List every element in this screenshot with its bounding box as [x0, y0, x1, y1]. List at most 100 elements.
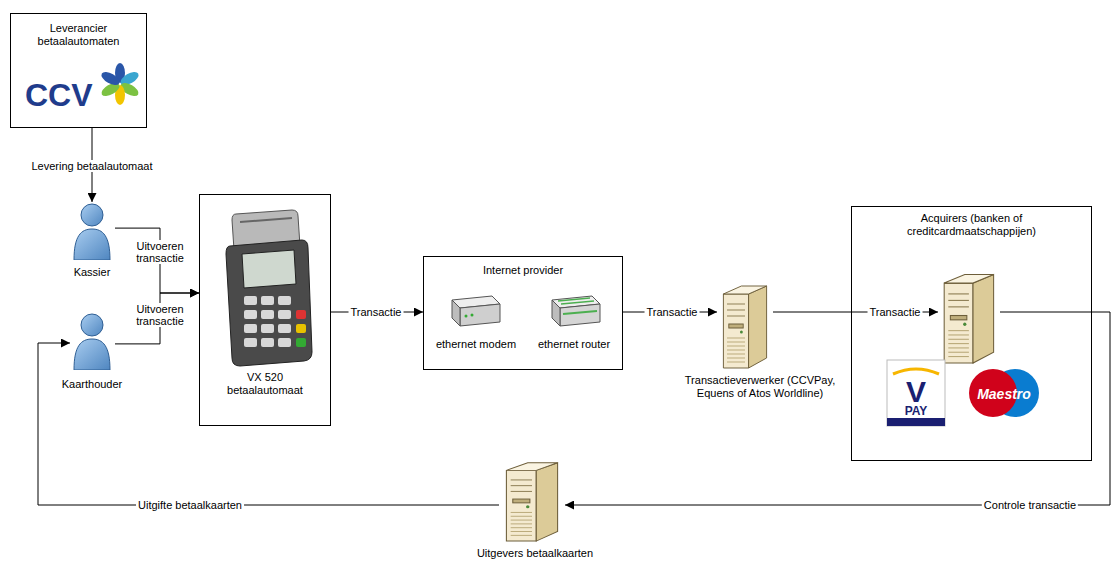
logo-text: V [906, 377, 926, 407]
illustration-part [511, 516, 532, 517]
node-label: ethernet router [538, 338, 610, 351]
illustration-part [242, 250, 296, 288]
illustration-part [727, 350, 745, 351]
edge-label: Transactie [868, 306, 923, 318]
illustration-part [727, 304, 745, 305]
illustration-part [278, 296, 291, 305]
illustration-part [513, 499, 530, 503]
illustration-part [948, 356, 969, 357]
illustration-part [511, 491, 532, 492]
person-node: Kassier [62, 202, 122, 286]
person-node: Kaarthouder [50, 312, 134, 396]
node-label: Uitgevers betaalkaarten [477, 547, 593, 560]
flow-arrow [115, 228, 199, 293]
illustration-part [536, 463, 557, 541]
server-wire [1000, 312, 1092, 313]
illustration-part [296, 338, 306, 347]
illustration-part [729, 324, 743, 328]
node-label: Leverancier betaalautomaten [24, 22, 134, 48]
illustration-part [511, 527, 532, 528]
edge-label: Controle transactie [982, 499, 1078, 511]
node-label: Kassier [74, 266, 111, 279]
node-label: VX 520 betaalautomaat [220, 371, 310, 397]
illustration-part [506, 470, 536, 541]
illustration-part [887, 418, 945, 426]
illustration-part [727, 316, 745, 317]
group-box: Leverancier betaalautomatenCCV [10, 13, 147, 128]
device-node: ethernet router [529, 291, 619, 361]
illustration-part [727, 338, 745, 339]
device-node: ethernet modem [431, 291, 521, 361]
ethernet-router [552, 296, 600, 326]
node-label: Internet provider [483, 264, 563, 277]
illustration-part [471, 314, 474, 317]
illustration-part [948, 300, 969, 301]
illustration-part [511, 512, 532, 513]
group-box: VX 520 betaalautomaat [199, 194, 331, 426]
illustration-part [99, 69, 121, 88]
illustration-part [727, 354, 745, 355]
illustration-part [261, 338, 274, 347]
illustration-part [244, 338, 257, 347]
illustration-part [948, 339, 969, 340]
server-node: Transactieverwerker (CCVPay, Equens of A… [666, 280, 854, 401]
illustration-part [81, 314, 103, 336]
illustration-part [727, 362, 745, 363]
illustration-part [511, 535, 532, 536]
illustration-part [81, 204, 103, 226]
illustration-part [511, 531, 532, 532]
illustration-part [948, 306, 969, 307]
illustration-part [944, 274, 993, 283]
edge-label: Uitvoeren transactie [127, 303, 193, 327]
edge-label: Transactie [349, 306, 404, 318]
illustration-part [244, 324, 257, 333]
node-label: Kaarthouder [62, 378, 123, 391]
flow-arrow [565, 312, 1110, 505]
illustration-part [723, 294, 748, 368]
person-icon [71, 312, 113, 370]
illustration-part [74, 229, 110, 260]
illustration-part [563, 311, 597, 314]
illustration-part [948, 334, 969, 335]
logo-text: CCV [25, 76, 93, 114]
illustration-part [727, 346, 745, 347]
illustration-part [511, 523, 532, 524]
illustration-part [511, 485, 532, 486]
server-icon [500, 457, 564, 543]
illustration-part [296, 324, 306, 333]
maestro-logo [969, 369, 1039, 417]
group-box: ethernet modem ethernet router Internet pr… [423, 256, 623, 370]
illustration-part [893, 369, 939, 374]
flow-arrow [115, 293, 199, 344]
vpay-logo [887, 360, 945, 426]
illustration-part [973, 274, 994, 363]
node-label: Acquirers (banken of creditcardmaatschap… [872, 212, 1072, 238]
illustration-part [244, 310, 257, 319]
illustration-part [948, 293, 969, 294]
group-box: Acquirers (banken of creditcardmaatschap… [851, 206, 1092, 461]
illustration-part [511, 479, 532, 480]
illustration-part [240, 218, 292, 222]
node-label: ethernet modem [436, 338, 516, 351]
illustration-part [749, 286, 767, 368]
illustration-part [948, 343, 969, 344]
server-node: Uitgevers betaalkaarten [450, 455, 620, 565]
illustration-part [727, 342, 745, 343]
illustration-part [558, 298, 590, 301]
illustration-part [278, 324, 291, 333]
illustration-part [465, 315, 468, 318]
ccv-flower [99, 63, 140, 105]
illustration-part [727, 310, 745, 311]
illustration-part [526, 505, 529, 508]
illustration-part [963, 322, 966, 325]
illustration-part [261, 310, 274, 319]
illustration-part [278, 310, 291, 319]
illustration-part [460, 304, 500, 326]
edge-label: Levering betaalautomaat [29, 160, 154, 172]
logo-text: Maestro [977, 387, 1031, 401]
illustration-part [950, 316, 966, 320]
person-icon [71, 202, 113, 260]
edge-label: Uitvoeren transactie [127, 240, 193, 264]
